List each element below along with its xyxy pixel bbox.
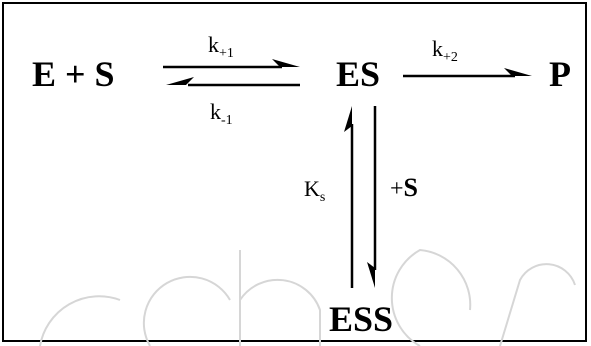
rate-dissociation: Ks	[304, 176, 325, 205]
complex-label: ES	[336, 54, 380, 94]
reactants-label: E + S	[32, 54, 115, 94]
rate-forward-1: k+1	[208, 32, 234, 61]
dissociation-arrow-up	[344, 106, 354, 288]
forward-arrow-1	[163, 59, 300, 69]
rate-forward-2: k+2	[432, 36, 458, 65]
inhibited-complex-label: ESS	[329, 299, 393, 339]
substrate-binding-arrow-down	[367, 106, 377, 288]
forward-arrow-2	[403, 68, 532, 78]
substrate-addition-label: +S	[390, 173, 418, 202]
rate-reverse-1: k-1	[210, 99, 233, 128]
diagram-frame	[2, 2, 587, 342]
product-label: P	[549, 54, 571, 94]
reverse-arrow-1	[166, 77, 300, 87]
intechopen-watermark-logo	[39, 248, 576, 346]
